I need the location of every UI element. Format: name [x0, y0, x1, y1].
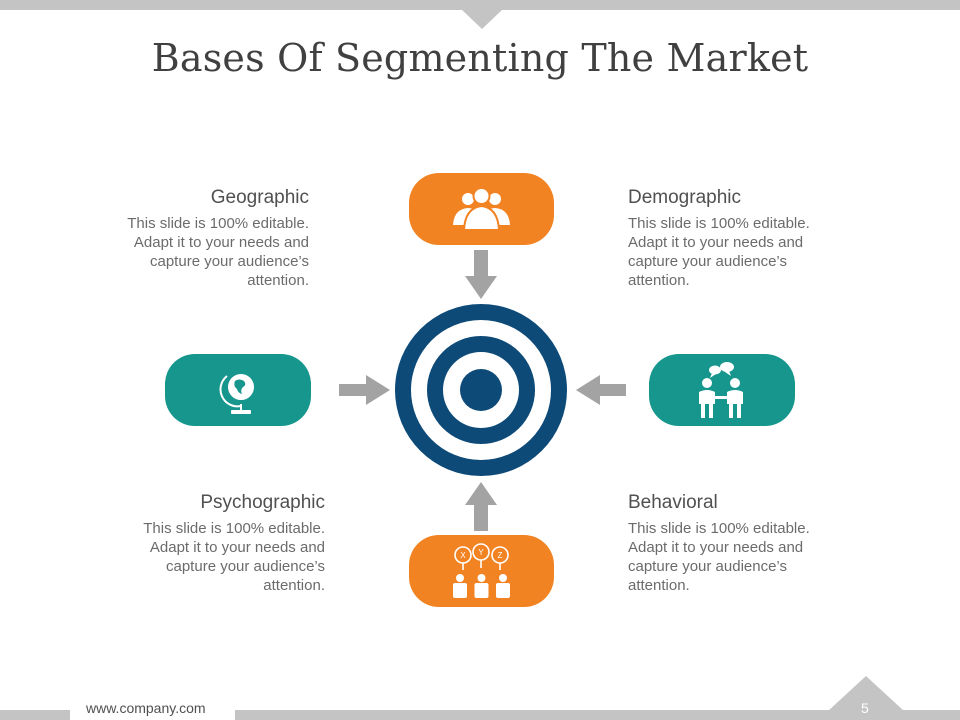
top-notch: [461, 9, 503, 29]
psychographic-block: Psychographic This slide is 100% editabl…: [76, 492, 325, 595]
behavioral-tile[interactable]: [649, 354, 795, 426]
callout-x: X: [460, 551, 466, 560]
body-line: capture your audience’s: [628, 253, 787, 270]
body-line: attention.: [263, 577, 325, 594]
body-line: attention.: [628, 272, 690, 289]
segment-heading: Psychographic: [200, 492, 325, 513]
target-icon: [395, 304, 567, 476]
segment-heading: Demographic: [628, 187, 741, 208]
footer-bar: [235, 710, 960, 720]
body-line: attention.: [247, 272, 309, 289]
body-line: Adapt it to your needs and: [628, 234, 804, 251]
body-line: capture your audience’s: [628, 558, 787, 575]
globe-icon: [219, 374, 254, 414]
geographic-tile[interactable]: [165, 354, 311, 426]
discussion-xyz-icon: X Y Z: [453, 543, 510, 598]
behavioral-block: Behavioral This slide is 100% editable. …: [628, 492, 888, 595]
psychographic-tile[interactable]: X Y Z: [409, 535, 554, 607]
body-line: Adapt it to your needs and: [628, 539, 804, 556]
two-people-talking-icon: [699, 362, 743, 418]
body-line: Adapt it to your needs and: [133, 234, 309, 251]
body-line: This slide is 100% editable.: [628, 520, 810, 537]
segment-body: This slide is 100% editable. Adapt it to…: [628, 214, 888, 290]
segment-body: This slide is 100% editable. Adapt it to…: [76, 519, 325, 595]
segment-heading: Geographic: [210, 187, 309, 208]
body-line: Adapt it to your needs and: [149, 539, 325, 556]
arrow-up: [465, 482, 497, 531]
body-line: This slide is 100% editable.: [127, 215, 309, 232]
callout-z: Z: [498, 551, 503, 560]
segment-body: This slide is 100% editable. Adapt it to…: [628, 519, 888, 595]
footer-url[interactable]: www.company.com: [86, 700, 206, 716]
body-line: This slide is 100% editable.: [628, 215, 810, 232]
body-line: capture your audience’s: [166, 558, 325, 575]
demographic-block: Demographic This slide is 100% editable.…: [628, 187, 888, 290]
demographic-tile[interactable]: [409, 173, 554, 245]
footer-bar: [0, 710, 70, 720]
page-number: 5: [861, 700, 869, 716]
arrow-left: [576, 375, 626, 405]
geographic-block: Geographic This slide is 100% editable. …: [60, 187, 309, 290]
segment-body: This slide is 100% editable. Adapt it to…: [60, 214, 309, 290]
slide-title: Bases Of Segmenting The Market: [151, 36, 809, 80]
body-line: This slide is 100% editable.: [143, 520, 325, 537]
callout-y: Y: [478, 548, 484, 557]
arrow-right: [339, 375, 390, 405]
group-people-icon: [453, 187, 510, 231]
arrow-down: [465, 250, 497, 299]
page-number-tab: [828, 676, 904, 711]
segment-heading: Behavioral: [628, 492, 718, 513]
top-bar: [0, 0, 960, 10]
body-line: attention.: [628, 577, 690, 594]
body-line: capture your audience’s: [150, 253, 309, 270]
